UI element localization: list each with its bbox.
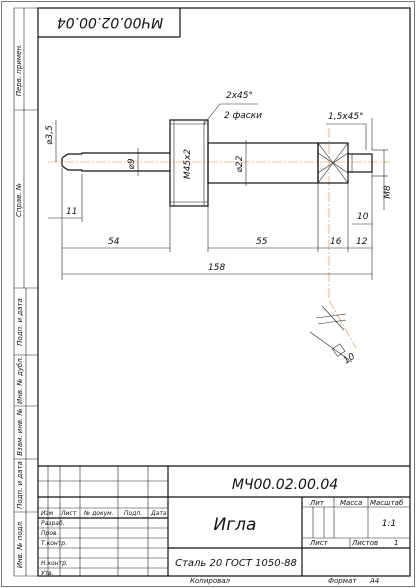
dim-len-11: 11 xyxy=(66,207,77,217)
role-nkontr: Н.контр. xyxy=(41,560,68,567)
designation-rotated: МЧ00.02.00.04 xyxy=(57,14,163,30)
dim-len-16: 16 xyxy=(330,237,342,247)
side-label-0: Перв. примен. xyxy=(15,44,23,97)
dim-tip-dia: ⌀3,5 xyxy=(45,125,55,145)
dim-len-55: 55 xyxy=(256,237,268,247)
shaft-body xyxy=(207,142,319,184)
copied-label: Копировал xyxy=(190,577,231,585)
part-drawing: ⌀3,5 ⌀9 М45x2 ⌀22 М8 2x45° 2 фаски 1,5x4… xyxy=(45,91,393,366)
dim-chamfer-right: 1,5x45° xyxy=(328,112,364,122)
role-prov: Пров. xyxy=(41,530,59,537)
dim-len-158: 158 xyxy=(208,263,225,273)
part-name: Игла xyxy=(214,515,257,535)
role-utv: Утв. xyxy=(41,570,54,577)
role-tkontr: Т.контр. xyxy=(41,540,67,547)
dim-m8: М8 xyxy=(383,185,393,199)
title-block: МЧ00.02.00.04 Изм Лист № докум. Подп. Да… xyxy=(38,465,410,585)
dim-dia-22: ⌀22 xyxy=(235,155,245,172)
hdr-list: Лист xyxy=(60,510,77,517)
sheet-label: Лист xyxy=(309,539,329,547)
format-label: Формат xyxy=(328,577,357,585)
dim-len-54: 54 xyxy=(108,237,120,247)
top-designation-box: МЧ00.02.00.04 xyxy=(38,8,181,38)
format-value: A4 xyxy=(369,577,379,585)
lit-label: Лит xyxy=(309,499,325,507)
side-margin: Перв. примен. Справ. № Подп. и дата Инв.… xyxy=(13,7,38,577)
dim-chamfer-note: 2 фаски xyxy=(224,111,262,121)
scale-value: 1:1 xyxy=(382,519,396,529)
inner-frame xyxy=(37,7,411,577)
side-label-6: Инв. № подл. xyxy=(16,520,24,568)
dim-thread: М45x2 xyxy=(183,149,193,180)
dim-len-10: 10 xyxy=(357,212,369,222)
sheets-label: Листов xyxy=(351,539,378,547)
side-label-3: Инв. № дубл. xyxy=(16,356,24,404)
side-label-2: Подп. и дата xyxy=(16,298,24,346)
side-label-5: Подп. и дата xyxy=(16,461,24,509)
sheets-count: 1 xyxy=(394,539,398,547)
mass-label: Масса xyxy=(340,499,362,507)
material: Сталь 20 ГОСТ 1050-88 xyxy=(175,558,297,569)
dim-len-12: 12 xyxy=(356,237,368,247)
side-label-4: Взам. инв. № xyxy=(16,408,24,456)
m8-end xyxy=(347,153,373,173)
scale-label: Масштаб xyxy=(370,499,404,507)
hdr-podp: Подп. xyxy=(124,510,142,517)
dim-square-10: 10 xyxy=(342,352,357,367)
hdr-dokum: № докум. xyxy=(83,510,114,517)
hdr-izm: Изм xyxy=(41,510,54,517)
dim-dia-9: ⌀9 xyxy=(127,158,137,169)
side-label-1: Справ. № xyxy=(15,183,23,217)
hdr-data: Дата xyxy=(150,510,167,517)
role-razrab: Разраб. xyxy=(41,520,65,527)
dim-chamfer-top: 2x45° xyxy=(226,91,253,101)
title-designation: МЧ00.02.00.04 xyxy=(232,477,338,493)
